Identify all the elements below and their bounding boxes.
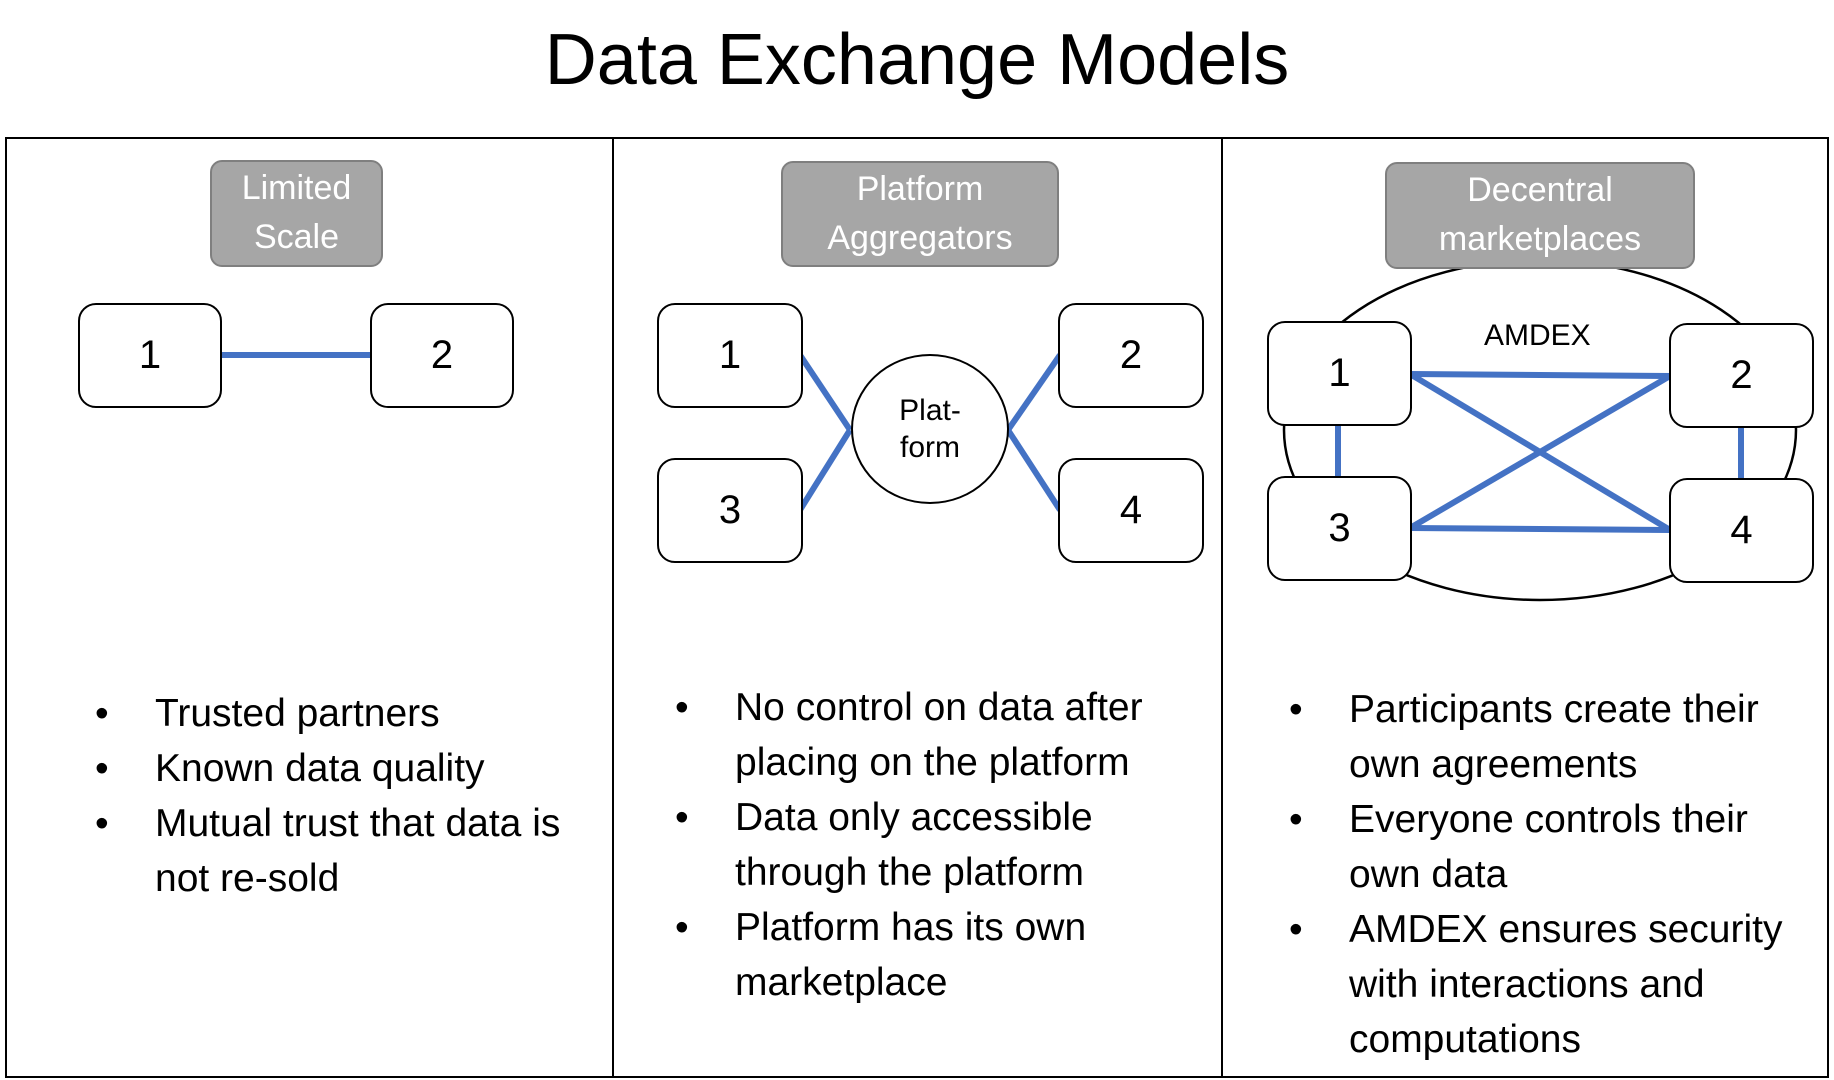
platform-aggregators-bullets: No control on data after placing on the … [675,680,1155,1010]
node-2: 2 [1058,303,1204,408]
bullet-item: Trusted partners [95,686,575,741]
bullet-item: Platform has its own marketplace [675,900,1155,1010]
link-3-hub [797,428,853,512]
bullet-item: Participants create their own agreements [1289,682,1809,792]
limited-scale-bullets: Trusted partners Known data quality Mutu… [95,686,575,906]
node-2: 2 [370,303,514,408]
node-3: 3 [1267,476,1412,581]
node-1: 1 [78,303,222,408]
page-title: Data Exchange Models [544,20,1290,100]
label-limited-scale: Limited Scale [210,160,383,267]
node-2: 2 [1669,323,1814,428]
link-3-4 [1409,525,1671,533]
node-1: 1 [657,303,803,408]
node-1: 1 [1267,321,1412,426]
bullet-item: Known data quality [95,741,575,796]
panel-divider [1221,137,1223,1078]
link-hub-2 [1005,353,1063,432]
label-platform-aggregators: Platform Aggregators [781,161,1059,267]
bullet-item: AMDEX ensures security with interactions… [1289,902,1809,1067]
amdex-network-label: AMDEX [1484,319,1591,352]
link-1-hub [797,353,853,432]
bullet-item: No control on data after placing on the … [675,680,1155,790]
label-decentral-marketplaces: Decentral marketplaces [1385,162,1695,269]
link-1-2 [1409,371,1671,379]
diagram-frame [5,137,1829,1078]
platform-hub: Plat- form [851,354,1009,504]
bullet-item: Everyone controls their own data [1289,792,1809,902]
bullet-item: Mutual trust that data is not re-sold [95,796,575,906]
decentral-marketplaces-bullets: Participants create their own agreements… [1289,682,1809,1067]
node-4: 4 [1058,458,1204,563]
bullet-item: Data only accessible through the platfor… [675,790,1155,900]
node-3: 3 [657,458,803,563]
panel-divider [612,137,614,1078]
link-3-2 [1408,373,1672,531]
node-4: 4 [1669,478,1814,583]
link-hub-4 [1005,428,1063,512]
